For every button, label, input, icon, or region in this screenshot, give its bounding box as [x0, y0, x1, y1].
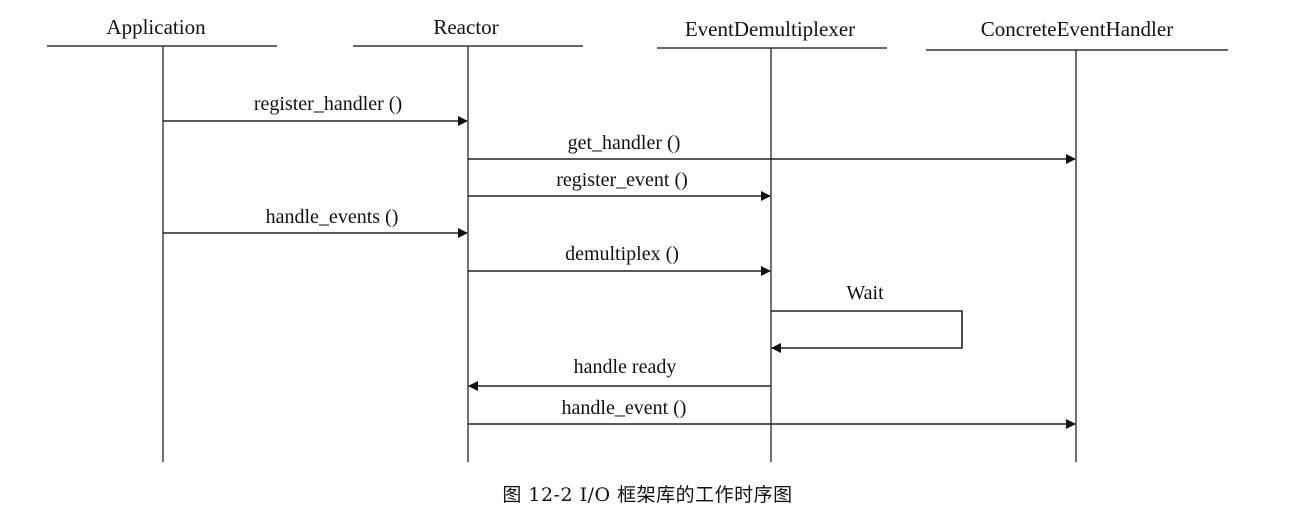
message-handle-events-label: handle_events (): [266, 206, 399, 228]
participant-application-label: Application: [106, 15, 206, 39]
message-demultiplex-label: demultiplex (): [565, 243, 679, 265]
message-get-handler: get_handler (): [468, 132, 1076, 164]
participant-application: Application: [47, 15, 277, 462]
message-register-handler: register_handler (): [163, 93, 468, 126]
message-register-event: register_event (): [468, 169, 771, 201]
participant-concrete-event-handler: ConcreteEventHandler: [926, 17, 1228, 462]
message-handle-event: handle_event (): [468, 397, 1076, 429]
message-handle-ready-label: handle ready: [574, 356, 677, 378]
message-handle-events: handle_events (): [163, 206, 468, 238]
message-handle-ready: handle ready: [468, 356, 771, 391]
participant-reactor-label: Reactor: [433, 15, 498, 39]
message-wait-label: Wait: [846, 282, 884, 304]
message-demultiplex: demultiplex (): [468, 243, 771, 276]
participant-event-demultiplexer-label: EventDemultiplexer: [685, 17, 855, 41]
message-get-handler-label: get_handler (): [568, 132, 681, 154]
message-register-handler-label: register_handler (): [254, 93, 402, 115]
message-wait-arrow: [771, 310, 963, 353]
participant-reactor: Reactor: [353, 15, 583, 462]
figure-caption: 图 12-2 I/O 框架库的工作时序图: [502, 484, 793, 506]
message-wait-self: Wait: [771, 282, 963, 353]
message-handle-event-label: handle_event (): [562, 397, 687, 419]
participant-concrete-event-handler-label: ConcreteEventHandler: [981, 17, 1173, 41]
participant-event-demultiplexer: EventDemultiplexer: [657, 17, 887, 462]
message-register-event-label: register_event (): [556, 169, 688, 191]
sequence-diagram: Application Reactor EventDemultiplexer C…: [47, 15, 1228, 462]
